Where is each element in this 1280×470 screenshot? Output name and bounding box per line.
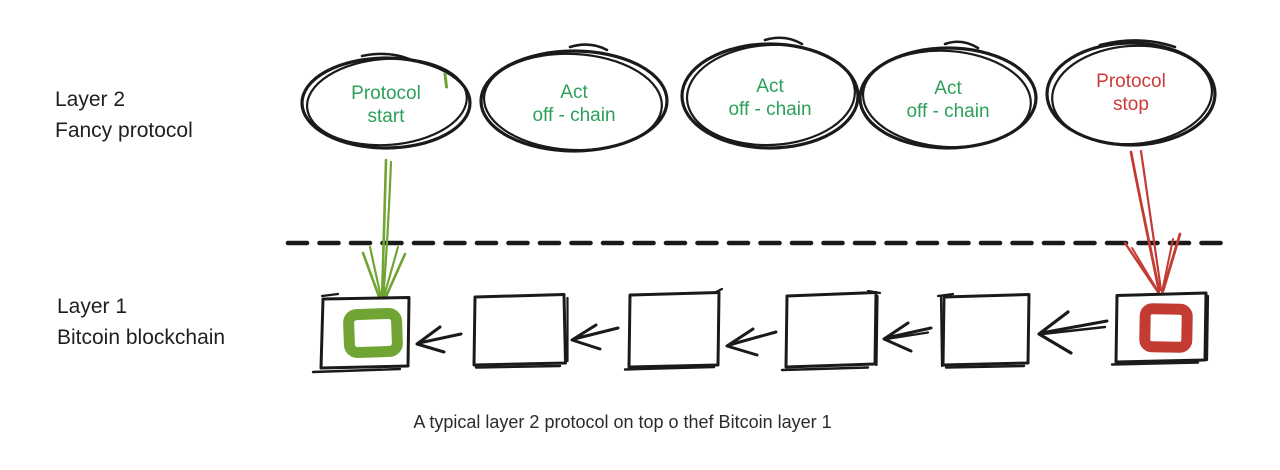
node-label-protocol-start: Protocol start [291, 82, 481, 128]
block-2 [472, 293, 569, 369]
node-label-act-off-chain-1: Act off - chain [479, 81, 669, 127]
node-text-line: Act [756, 76, 784, 97]
pen-flick [943, 40, 980, 50]
chain-link-arrow-1 [415, 325, 463, 354]
node-text-line: off - chain [728, 99, 812, 120]
pen-flick [568, 43, 609, 52]
layer2-node-ellipse-protocol-stop [1045, 39, 1217, 147]
node-text-line: start [367, 106, 405, 127]
chain-link-arrow-3 [725, 327, 778, 357]
layer2-label: Layer 2 Fancy protocol [55, 84, 193, 146]
block-5 [936, 292, 1031, 369]
chain-link-arrow-5 [1037, 310, 1109, 355]
node-text-line: Protocol [1096, 71, 1166, 92]
layer2-node-ellipse-act-3 [858, 40, 1038, 150]
layer2-label-line1: Layer 2 [55, 88, 126, 111]
node-text-line: Act [560, 82, 588, 103]
chain-link-arrow-4 [882, 321, 933, 353]
green-start-marker [343, 307, 403, 359]
pen-flick [1098, 39, 1177, 49]
node-text-line: off - chain [906, 101, 990, 122]
block-protocol-start [311, 292, 411, 374]
pen-flick [763, 36, 804, 46]
pen-flick [360, 52, 416, 63]
node-text-line: Act [934, 78, 962, 99]
layer2-node-ellipse-act-1 [479, 43, 669, 153]
layer1-label: Layer 1 Bitcoin blockchain [57, 291, 225, 353]
node-text-line: Protocol [351, 83, 421, 104]
node-label-protocol-stop: Protocol stop [1036, 70, 1226, 116]
red-stop-marker [1139, 303, 1193, 353]
block-3 [623, 287, 724, 371]
block-protocol-stop [1110, 291, 1210, 366]
block-4 [780, 289, 882, 372]
layer2-node-ellipse-protocol-start [300, 52, 472, 150]
layer2-label-line2: Fancy protocol [55, 119, 193, 142]
green-tick-mark [443, 72, 448, 89]
node-label-act-off-chain-2: Act off - chain [675, 75, 865, 121]
layer2-node-ellipse-act-2 [680, 36, 860, 150]
chain-link-arrow-2 [570, 323, 620, 351]
node-text-line: stop [1113, 94, 1149, 115]
layer1-label-line1: Layer 1 [57, 295, 128, 318]
protocol-start-commit-arrow [361, 158, 407, 304]
diagram-caption: A typical layer 2 protocol on top o thef… [413, 412, 832, 432]
protocol-stop-commit-arrow [1123, 149, 1182, 294]
layer1-label-line2: Bitcoin blockchain [57, 326, 226, 349]
node-label-act-off-chain-3: Act off - chain [853, 77, 1043, 123]
node-text-line: off - chain [532, 105, 616, 126]
